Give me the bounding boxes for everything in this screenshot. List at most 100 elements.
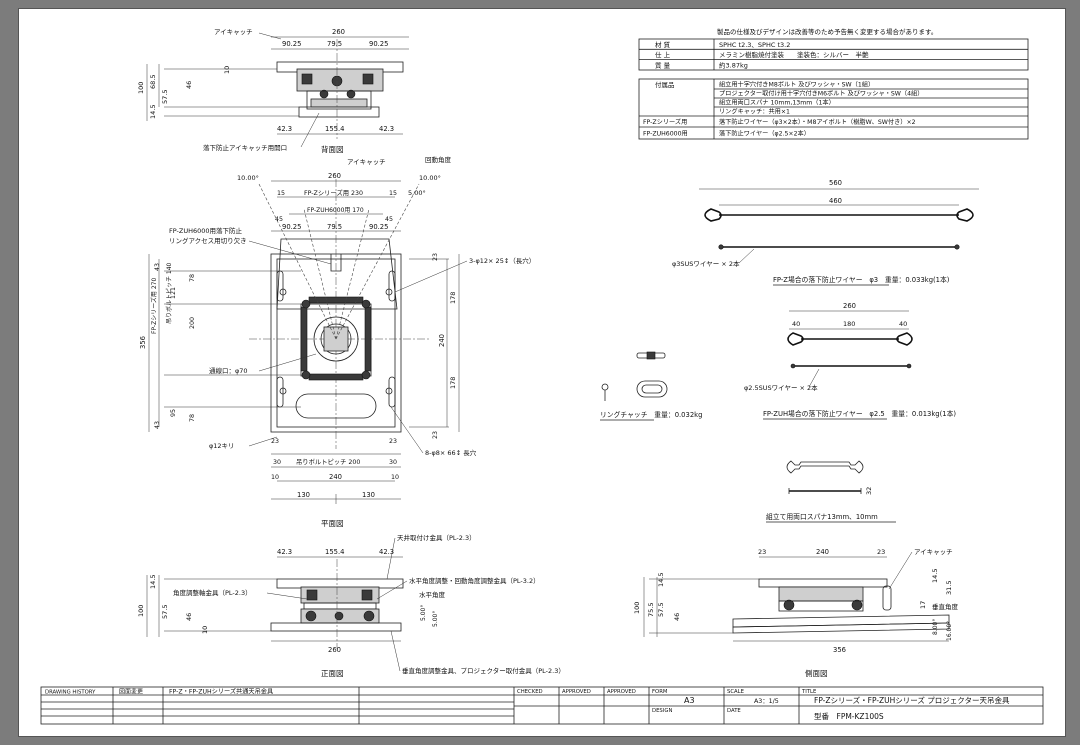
pass-hole (313, 316, 359, 362)
svg-text:5.00°: 5.00° (408, 189, 426, 197)
spanner-icon (786, 460, 864, 474)
svg-text:46: 46 (185, 613, 193, 621)
design-label: DESIGN (652, 708, 672, 714)
model-number: 型番 FPM-KZ100S (814, 711, 884, 721)
svg-text:45: 45 (275, 216, 283, 223)
svg-text:260: 260 (328, 172, 341, 180)
svg-text:30: 30 (389, 459, 397, 466)
angle-fitting-label: 角度調整軸金具（PL-2.3） (173, 588, 252, 597)
hole-8-label: 8-φ8× 66↕ 長穴 (425, 448, 477, 457)
svg-text:155.4: 155.4 (325, 125, 344, 133)
fpzuh-use-label: FP-ZUH6000用 170 (307, 207, 364, 214)
svg-text:130: 130 (297, 491, 310, 499)
horiz-adj-label: 水平角度調整・回動角度調整金具（PL-3.2） (409, 576, 540, 585)
ring-access-label-line1: FP-ZUH6000用落下防止 (169, 226, 243, 235)
svg-text:46: 46 (673, 613, 681, 621)
spec-label-0: 材 質 (655, 40, 671, 49)
svg-text:5.00°: 5.00° (420, 605, 427, 621)
vert-angle-label: 垂直角度 (932, 602, 959, 611)
svg-text:240: 240 (816, 548, 829, 556)
title-value: FP-Zシリーズ・FP-ZUHシリーズ プロジェクター天吊金具 (814, 695, 1010, 705)
svg-text:260: 260 (843, 302, 856, 310)
svg-text:8.00°: 8.00° (932, 619, 939, 635)
svg-text:90.25: 90.25 (282, 223, 301, 231)
svg-text:68.5: 68.5 (149, 75, 157, 89)
checked-label: CHECKED (517, 689, 543, 695)
wire-fpz: 560 460 φ3SUSワイヤー × 2本 FP-Z場合の落下防止ワイヤー φ… (672, 179, 979, 286)
svg-text:23: 23 (432, 253, 439, 261)
svg-text:43: 43 (154, 421, 161, 429)
svg-text:78: 78 (189, 274, 196, 282)
bolt-pitch-label: 吊りボルトピッチ 200 (296, 458, 360, 466)
svg-text:260: 260 (328, 646, 341, 654)
svg-text:90.25: 90.25 (369, 40, 388, 48)
svg-text:15: 15 (389, 190, 397, 197)
side-view: 356 23 240 23 アイキャッチ 100 75.5 57.5 46 14… (633, 548, 959, 678)
svg-text:90.25: 90.25 (282, 40, 301, 48)
svg-text:14.5: 14.5 (931, 569, 939, 583)
wire-row-label-0: FP-Zシリーズ用 (643, 118, 687, 126)
svg-text:23: 23 (271, 438, 279, 445)
change-label: 図面変更 (119, 688, 143, 696)
svg-text:10.00°: 10.00° (419, 174, 441, 182)
accessory-row-0: 組立用十字穴付きM8ボルト 及びワッシャ・SW（1組） (719, 81, 874, 89)
svg-text:31.5: 31.5 (945, 581, 953, 595)
svg-text:15: 15 (277, 190, 285, 197)
svg-text:40: 40 (792, 320, 800, 328)
wire-fpzuh-title: FP-ZUH場合の落下防止ワイヤー φ2.5 重量：0.013kg(1本) (763, 409, 956, 418)
back-dim-260: 260 (332, 28, 345, 36)
svg-text:32: 32 (865, 487, 873, 495)
svg-text:23: 23 (432, 431, 439, 439)
svg-text:16.00°: 16.00° (946, 621, 953, 641)
vert-fitting-label: 垂直角度調整金具、プロジェクター取付金具（PL-2.3） (402, 666, 565, 675)
wire-fpzuh: 260 40 180 40 φ2.5SUSワイヤー × 2本 FP-ZUH場合の… (744, 302, 956, 420)
pass-hole-label: 通線口：φ70 (209, 366, 248, 375)
svg-text:240: 240 (438, 334, 446, 347)
svg-text:130: 130 (362, 491, 375, 499)
svg-text:178: 178 (449, 292, 457, 304)
wire-row-value-1: 落下防止ワイヤー（φ2.5×2本） (719, 130, 810, 138)
svg-text:42.3: 42.3 (277, 125, 292, 133)
svg-text:240: 240 (329, 473, 342, 481)
technical-drawing: 製品の仕様及びデザインは改善等のため予告無く変更する場合があります。 材 質 S… (40, 27, 1044, 725)
spec-value-2: 約3.87kg (719, 61, 748, 70)
svg-text:17: 17 (919, 601, 927, 609)
svg-text:78: 78 (189, 414, 196, 422)
svg-text:100: 100 (137, 82, 145, 94)
svg-text:43: 43 (154, 263, 161, 271)
svg-text:57.5: 57.5 (161, 90, 169, 104)
wire-fpzuh-note: φ2.5SUSワイヤー × 2本 (744, 383, 818, 392)
front-bottom-plate (270, 622, 402, 632)
bolt-pitch-v-label: 吊りボルトピッチ 140 (165, 262, 173, 324)
svg-text:90.25: 90.25 (369, 223, 388, 231)
svg-text:30: 30 (273, 459, 281, 466)
drawing-sheet: 製品の仕様及びデザインは改善等のため予告無く変更する場合があります。 材 質 S… (18, 8, 1066, 737)
svg-text:95: 95 (170, 409, 177, 417)
accessory-row-3: リングキャッチ：共用×1 (719, 108, 790, 116)
svg-text:42.3: 42.3 (379, 548, 394, 556)
svg-text:23: 23 (758, 548, 766, 556)
title-block: DRAWING HISTORY 図面変更 FP-Z・FP-ZUHシリーズ共通天吊… (40, 686, 1044, 725)
rotation-angle-label: 回動角度 (425, 155, 452, 164)
title-label: TITLE (801, 689, 817, 695)
kiri-label: φ12キリ (209, 442, 235, 450)
spanner-label: 組立て用両口スパナ13mm、10mm (766, 512, 878, 521)
svg-text:10: 10 (223, 66, 231, 74)
svg-text:57.5: 57.5 (161, 605, 169, 619)
svg-text:23: 23 (877, 548, 885, 556)
svg-text:560: 560 (829, 179, 842, 187)
svg-text:42.3: 42.3 (277, 548, 292, 556)
svg-text:23: 23 (389, 438, 397, 445)
ring-catch-icon (636, 380, 668, 398)
svg-text:79.5: 79.5 (327, 40, 342, 48)
side-eyecatch-label: アイキャッチ (914, 548, 953, 556)
spec-value-1: メラミン樹脂焼付塗装 塗装色：シルバー 半艶 (719, 50, 869, 59)
svg-text:100: 100 (137, 605, 145, 617)
wire-row-value-0: 落下防止ワイヤー（φ3×2本）・M8アイボルト（樹脂W、SW付き）×2 (719, 118, 916, 126)
svg-text:75.5: 75.5 (647, 603, 655, 617)
scale-label: SCALE (727, 689, 745, 695)
front-view: 42.3 155.4 42.3 260 100 14.5 57.5 46 10 … (137, 533, 565, 678)
svg-text:14.5: 14.5 (149, 575, 157, 589)
svg-text:45: 45 (385, 216, 393, 223)
wire-row-label-1: FP-ZUH6000用 (643, 131, 688, 138)
